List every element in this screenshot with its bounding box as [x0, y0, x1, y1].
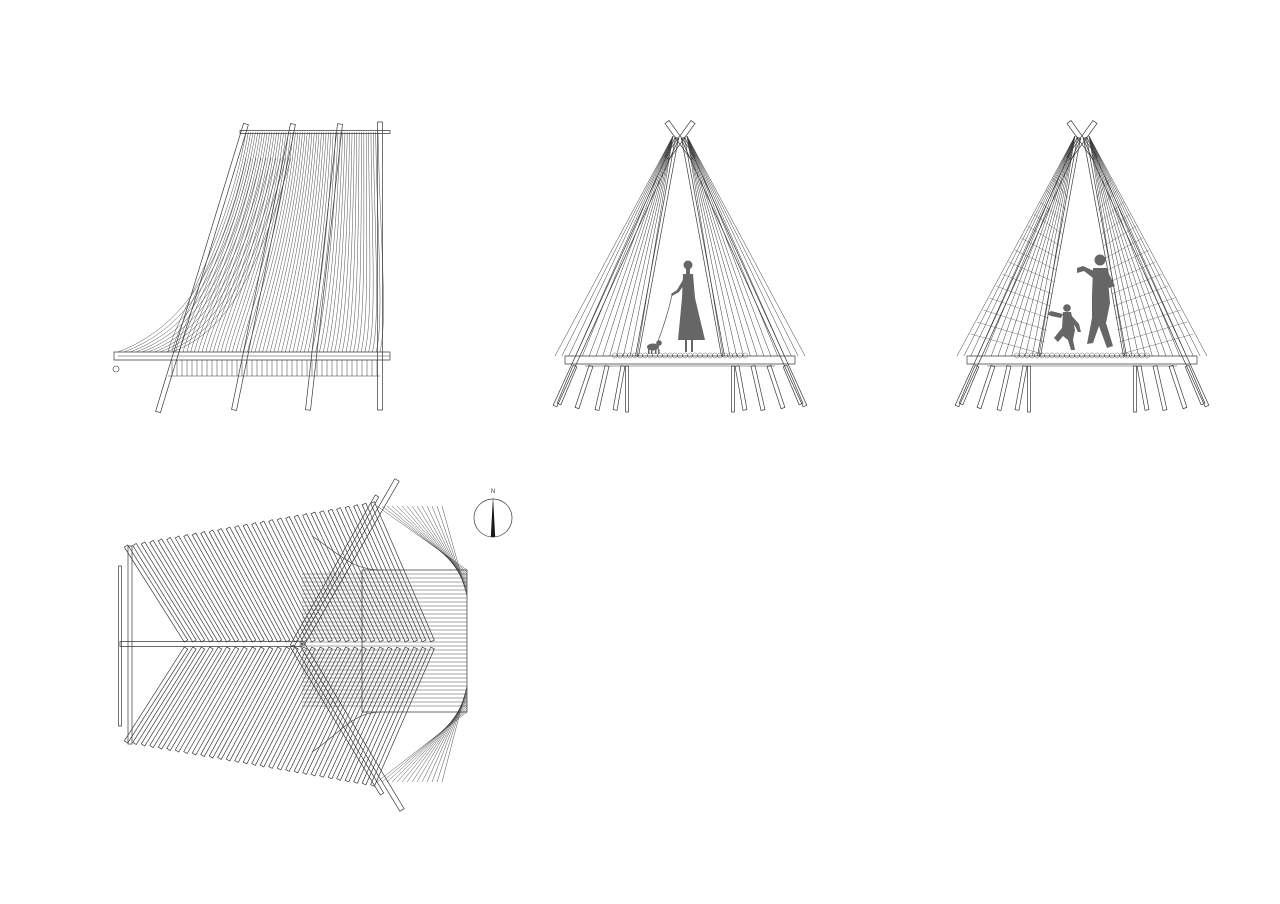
side-elevation-linework — [113, 122, 390, 413]
front-elevation-adult-child — [947, 118, 1217, 418]
side-elevation — [108, 118, 408, 418]
front-elevation-woman-dog — [545, 118, 815, 418]
plan-view-linework — [119, 479, 468, 812]
adult-silhouette — [1077, 254, 1115, 348]
north-label: N — [491, 489, 495, 495]
leash — [657, 295, 672, 344]
front-elevation-1-linework — [553, 121, 807, 412]
dog-silhouette — [647, 340, 662, 354]
front-elevation-2-linework — [955, 121, 1209, 412]
child-silhouette — [1047, 304, 1081, 350]
plan-view — [112, 476, 477, 816]
woman-silhouette — [671, 260, 705, 352]
north-arrow-icon: N — [470, 489, 516, 542]
